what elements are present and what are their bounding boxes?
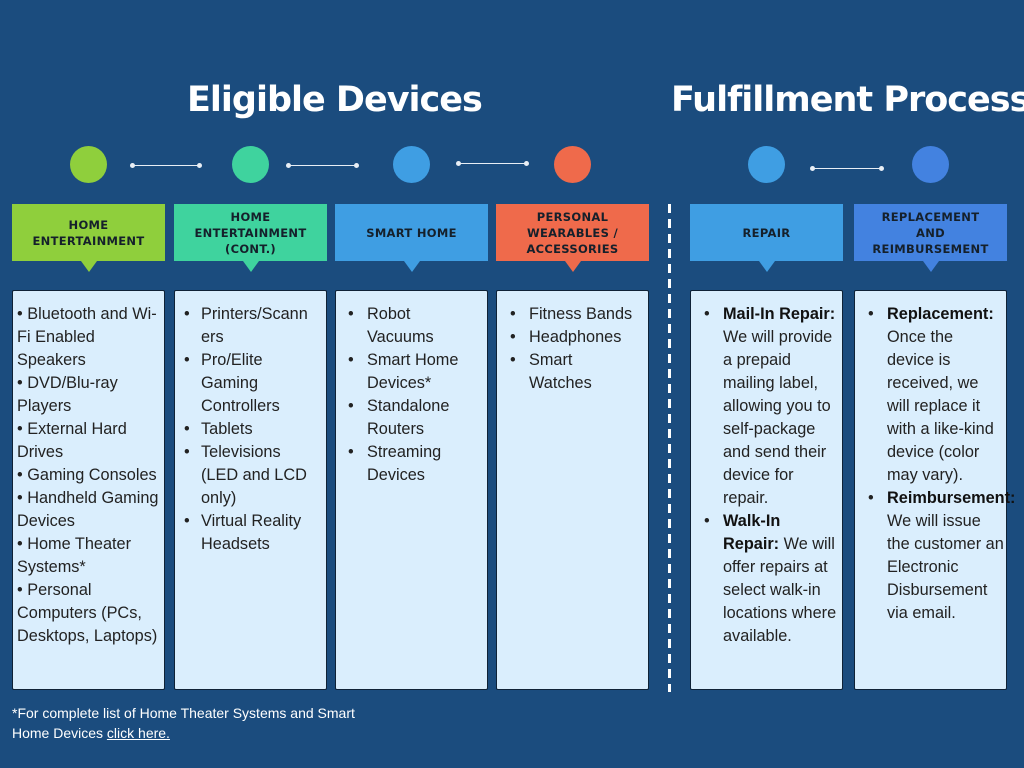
footnote-line: Home Devices click here. (12, 725, 170, 741)
device-list-item: Gaming Consoles (17, 464, 164, 487)
device-list-item: Pro/Elite Gaming Controllers (175, 349, 326, 418)
fulfillment-list-item: Reimbursement: We will issue the custome… (859, 487, 1015, 625)
fulfillment-item-text: We will provide a prepaid mailing label,… (723, 328, 833, 507)
fulfillment-list-item: Walk-In Repair: We will offer repairs at… (695, 510, 840, 648)
category-header-label: SMART HOME (366, 225, 457, 240)
fulfillment-header-replacement: REPLACEMENT AND REIMBURSEMENT (854, 204, 1007, 272)
device-list-item: Robot Vacuums (339, 303, 487, 349)
home-entertainment-card: Bluetooth and Wi-Fi Enabled Speakers DVD… (12, 290, 165, 690)
category-header-personal-wearables: PERSONAL WEARABLES / ACCESSORIES (496, 204, 649, 272)
fulfillment-list-item: Mail-In Repair: We will provide a prepai… (695, 303, 840, 510)
device-list-item: Smart Home Devices* (339, 349, 487, 395)
fulfillment-item-text: Once the device is received, we will rep… (887, 328, 994, 484)
fulfillment-list-item: Replacement: Once the device is received… (859, 303, 1004, 487)
device-list-item: Streaming Devices (339, 441, 487, 487)
timeline-connector (456, 161, 529, 166)
repair-card: Mail-In Repair: We will provide a prepai… (690, 290, 843, 690)
fulfillment-header-label: REPLACEMENT AND REIMBURSEMENT (872, 209, 989, 256)
personal-wearables-card: Fitness Bands Headphones Smart Watches (496, 290, 649, 690)
device-list-item: Personal Computers (PCs, Desktops, Lapto… (17, 579, 164, 648)
timeline-connector (286, 163, 359, 168)
category-header-label: HOME ENTERTAINMENT (CONT.) (194, 209, 307, 256)
click-here-link[interactable]: click here. (106, 725, 170, 741)
device-list-item: Printers/Scanners (175, 303, 326, 349)
category-header-smart-home: SMART HOME (335, 204, 488, 272)
smart-home-card: Robot Vacuums Smart Home Devices* Standa… (335, 290, 488, 690)
fulfillment-header-repair: REPAIR (690, 204, 843, 272)
timeline-dot-repair (748, 146, 785, 183)
device-list-item: DVD/Blu-ray Players (17, 372, 164, 418)
device-list-item: Televisions (LED and LCD only) (175, 441, 326, 510)
timeline-dot-home-entertainment-cont (232, 146, 269, 183)
fulfillment-item-label: Reimbursement: (887, 489, 1016, 507)
fulfillment-item-text: We will offer repairs at select walk-in … (723, 535, 837, 645)
category-header-label: PERSONAL WEARABLES / ACCESSORIES (526, 209, 619, 256)
section-divider (668, 204, 671, 692)
fulfillment-process-heading: Fulfillment Process (671, 80, 1024, 120)
device-list-item: Handheld Gaming Devices (17, 487, 164, 533)
fulfillment-header-label: REPAIR (742, 225, 791, 240)
category-header-label: HOME ENTERTAINMENT (32, 217, 145, 248)
device-list-item: Virtual Reality Headsets (175, 510, 326, 556)
replacement-card: Replacement: Once the device is received… (854, 290, 1015, 690)
device-list-item: Headphones (501, 326, 648, 349)
device-list-item: Home Theater Systems* (17, 533, 164, 579)
home-entertainment-cont-card: Printers/Scanners Pro/Elite Gaming Contr… (174, 290, 327, 690)
timeline-connector (810, 166, 884, 171)
device-list-item: Bluetooth and Wi-Fi Enabled Speakers (17, 303, 164, 372)
timeline-dot-personal-wearables (554, 146, 591, 183)
timeline-dot-smart-home (393, 146, 430, 183)
timeline-dot-home-entertainment (70, 146, 107, 183)
category-header-home-entertainment-cont: HOME ENTERTAINMENT (CONT.) (174, 204, 327, 272)
category-header-home-entertainment: HOME ENTERTAINMENT (12, 204, 165, 272)
device-list-item: Smart Watches (501, 349, 648, 395)
timeline-connector (130, 163, 202, 168)
timeline-dot-replacement (912, 146, 949, 183)
fulfillment-item-label: Replacement: (887, 305, 994, 323)
device-list-item: External Hard Drives (17, 418, 164, 464)
footnote-line: *For complete list of Home Theater Syste… (12, 705, 355, 721)
device-list-item: Standalone Routers (339, 395, 487, 441)
eligible-devices-heading: Eligible Devices (187, 80, 483, 120)
fulfillment-item-text: We will issue the customer an Electronic… (887, 512, 1004, 622)
fulfillment-item-label: Mail-In Repair: (723, 305, 836, 323)
device-list-item: Fitness Bands (501, 303, 648, 326)
device-list-item: Tablets (175, 418, 326, 441)
fulfillment-item-label: Walk-In Repair: (723, 512, 781, 553)
footnote: *For complete list of Home Theater Syste… (12, 703, 355, 743)
